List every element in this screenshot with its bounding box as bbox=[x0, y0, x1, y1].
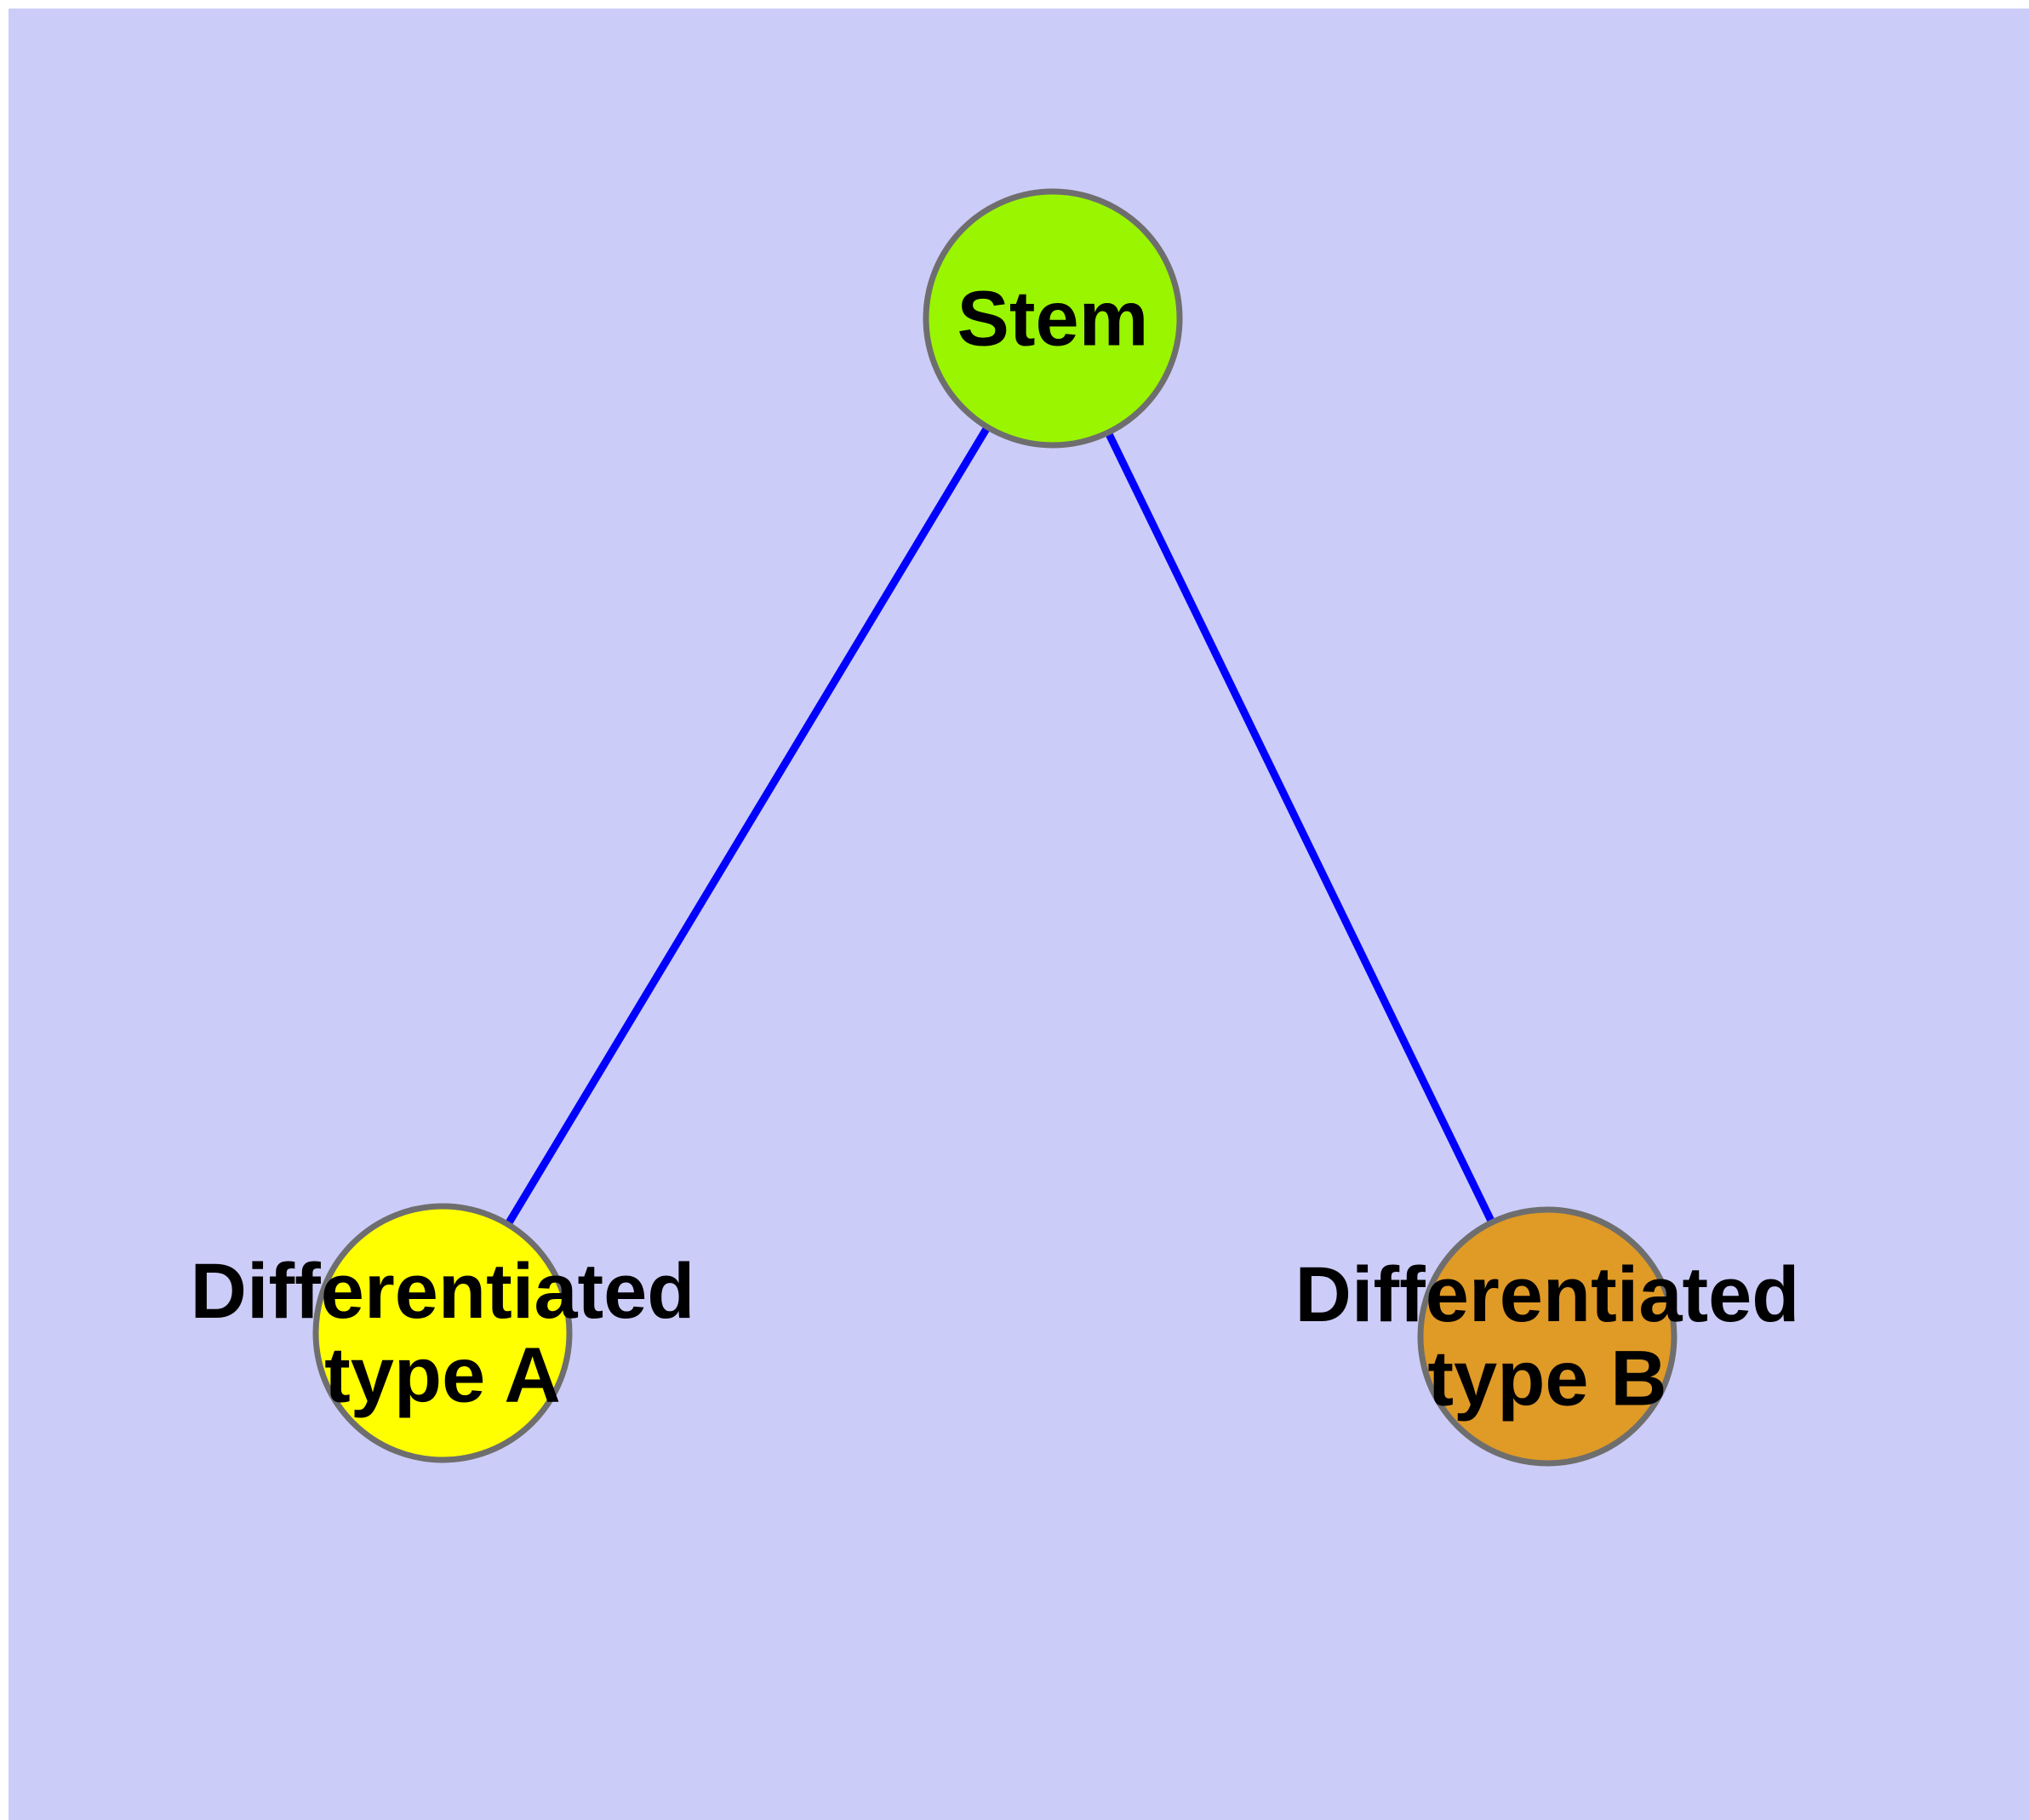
node-label-line: Differentiated bbox=[1295, 1251, 1800, 1338]
node-label-line: Stem bbox=[957, 275, 1149, 362]
node-label-stem: Stem bbox=[957, 275, 1149, 362]
graph-node-stem[interactable] bbox=[923, 188, 1183, 449]
edges-layer bbox=[439, 316, 1552, 1338]
graph-edge[interactable] bbox=[1049, 317, 1552, 1338]
nodes-layer bbox=[312, 188, 1677, 1467]
graph-node-diff_a[interactable] bbox=[312, 1203, 573, 1463]
node-label-line: type B bbox=[1427, 1336, 1666, 1422]
graph-node-diff_b[interactable] bbox=[1417, 1206, 1677, 1467]
graph-edge[interactable] bbox=[439, 316, 1056, 1336]
node-label-line: Differentiated bbox=[191, 1248, 695, 1335]
node-label-line: type A bbox=[324, 1332, 561, 1419]
